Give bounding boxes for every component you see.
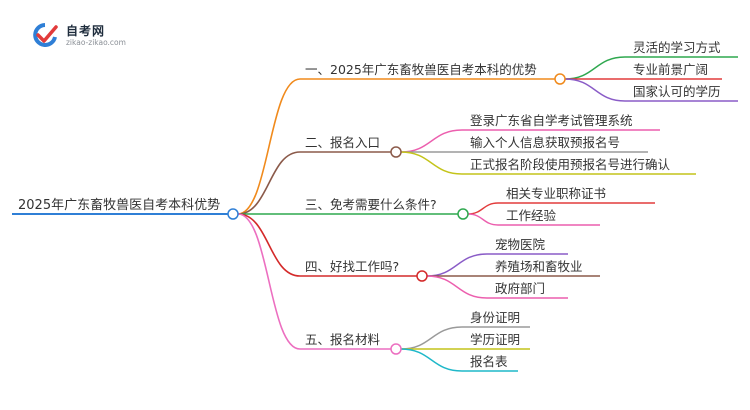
root-topic: 2025年广东畜牧兽医自考本科优势 [18, 197, 220, 213]
branch-connector [237, 78, 301, 215]
child-connector [400, 348, 463, 372]
branch-topic: 四、好找工作吗? [305, 259, 399, 274]
site-logo: 自考网 zikao-zikao.com [30, 20, 140, 50]
branch-node[interactable] [457, 208, 469, 220]
branch-connector [237, 151, 301, 215]
child-topic: 宠物医院 [495, 237, 546, 252]
branch-connector [237, 213, 301, 350]
child-topic: 灵活的学习方式 [633, 40, 721, 55]
child-topic: 专业前景广阔 [633, 62, 708, 77]
child-connector [426, 253, 488, 277]
child-connector [400, 326, 463, 350]
branch-topic: 二、报名入口 [305, 135, 380, 150]
logo-subtitle: zikao-zikao.com [66, 38, 126, 47]
child-topic: 输入个人信息获取预报名号 [470, 135, 620, 150]
branch-topic: 五、报名材料 [305, 332, 381, 347]
child-topic: 正式报名阶段使用预报名号进行确认 [470, 157, 671, 172]
child-connector [400, 151, 463, 175]
logo-icon [33, 23, 58, 47]
branch-topic: 一、2025年广东畜牧兽医自考本科的优势 [305, 62, 537, 77]
child-connector [564, 56, 626, 80]
child-topic: 工作经验 [506, 208, 557, 223]
child-connector [400, 129, 463, 153]
child-topic: 身份证明 [470, 310, 520, 325]
child-topic: 养殖场和畜牧业 [495, 259, 583, 274]
root-node[interactable] [227, 208, 239, 220]
branch-topic: 三、免考需要什么条件? [305, 197, 437, 212]
child-connector [467, 213, 499, 226]
child-topic: 国家认可的学历 [633, 84, 721, 99]
branch-node[interactable] [416, 270, 428, 282]
child-connector [467, 202, 499, 215]
branch-node[interactable] [390, 343, 402, 355]
branch-node[interactable] [554, 73, 566, 85]
branch-connector [237, 213, 301, 277]
child-topic: 相关专业职称证书 [506, 186, 606, 201]
child-topic: 登录广东省自学考试管理系统 [470, 113, 633, 128]
child-connector [564, 78, 626, 102]
child-topic: 报名表 [470, 354, 508, 369]
child-connector [426, 275, 488, 299]
child-topic: 学历证明 [470, 332, 520, 347]
branch-node[interactable] [390, 146, 402, 158]
child-topic: 政府部门 [495, 281, 545, 296]
logo-title: 自考网 [66, 24, 106, 38]
